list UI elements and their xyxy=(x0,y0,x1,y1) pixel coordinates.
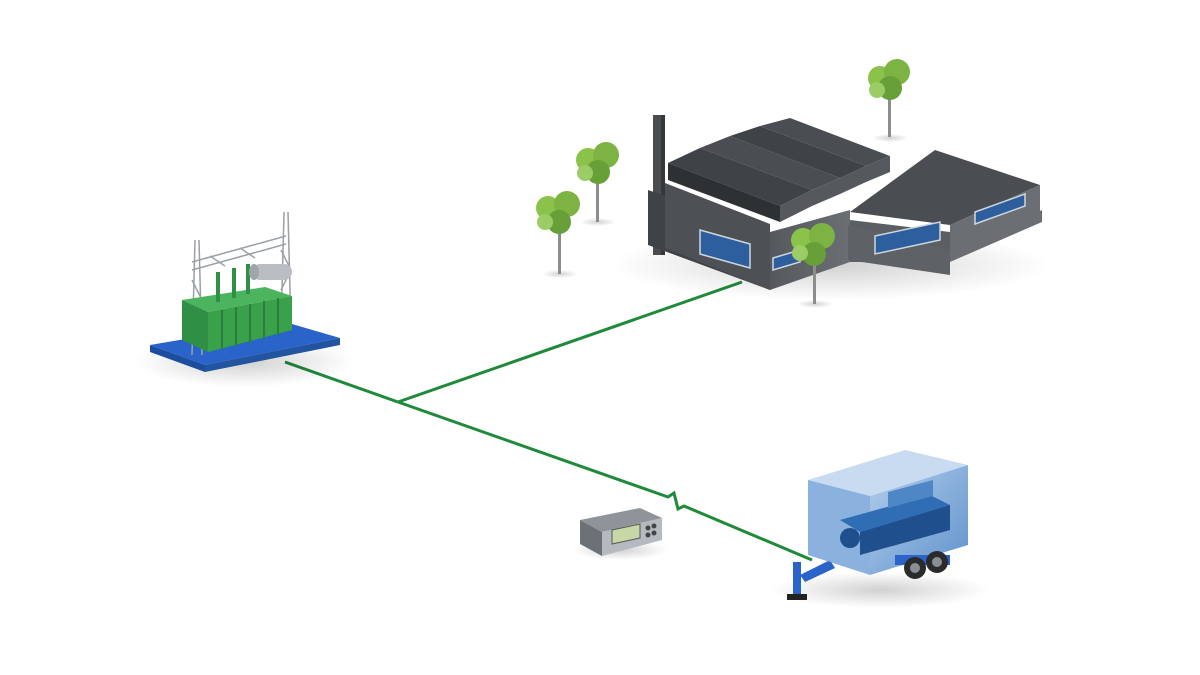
tree-icon xyxy=(868,59,910,142)
chimney-icon xyxy=(653,115,661,255)
tree-icon xyxy=(791,223,835,308)
engine-icon xyxy=(840,480,950,555)
line-junction-to-factory xyxy=(397,280,743,404)
trees xyxy=(536,59,910,308)
tree-icon xyxy=(576,142,619,226)
line-junction-to-genset xyxy=(397,400,813,562)
controller-unit xyxy=(572,508,668,560)
factory xyxy=(610,115,1050,300)
mobile-generator-trailer xyxy=(770,450,990,608)
transformer-substation xyxy=(135,211,355,387)
tree-icon xyxy=(536,191,580,278)
substation-platform xyxy=(150,322,340,365)
controller-screen xyxy=(611,523,641,545)
connections xyxy=(284,280,813,562)
transformer-body xyxy=(182,287,292,312)
factory-roof xyxy=(668,118,890,222)
